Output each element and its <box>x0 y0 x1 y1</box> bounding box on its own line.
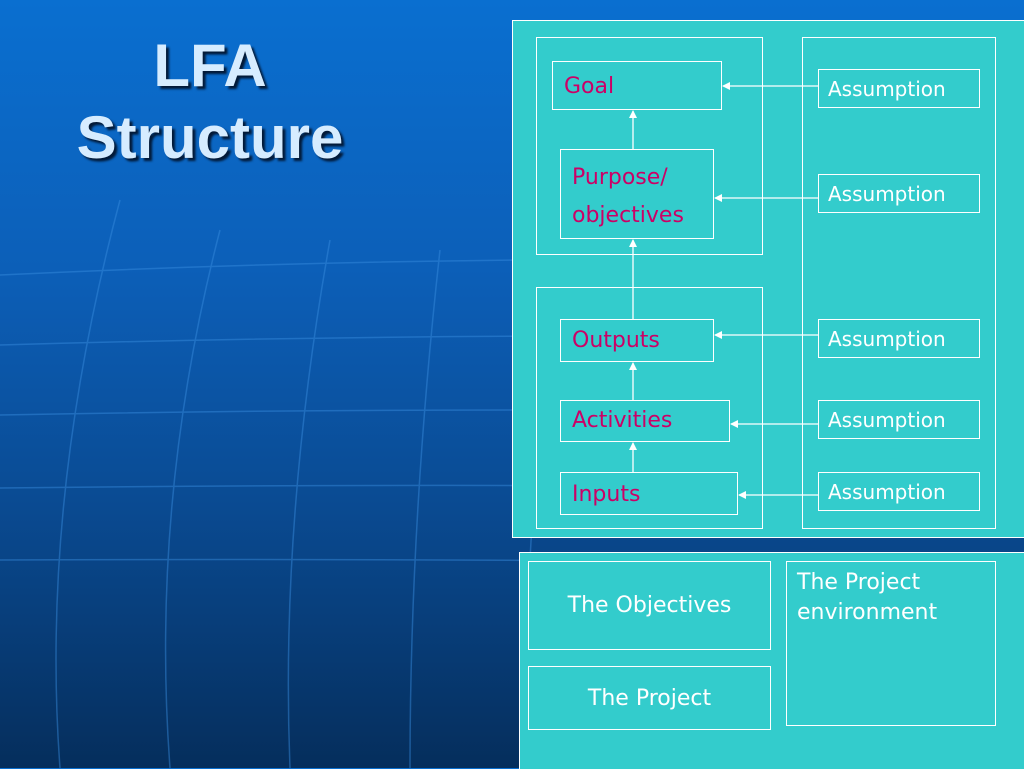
purpose-label-line-1: Purpose/ <box>572 165 668 190</box>
assumption-inputs: Assumption <box>818 472 980 511</box>
title-line-2: Structure <box>76 104 344 171</box>
assumption-label: Assumption <box>828 327 946 351</box>
assumption-purpose: Assumption <box>818 174 980 213</box>
objectives-group <box>536 37 763 255</box>
goal-node: Goal <box>552 61 722 110</box>
assumption-label: Assumption <box>828 480 946 504</box>
slide-title: LFA Structure <box>40 30 380 174</box>
assumption-label: Assumption <box>828 182 946 206</box>
goal-label: Goal <box>564 74 615 99</box>
legend-project-label: The Project <box>587 685 712 711</box>
purpose-label-line-2: objectives <box>572 203 684 228</box>
project-group <box>536 287 763 529</box>
activities-label: Activities <box>572 408 673 433</box>
legend-environment-label: The Project environment <box>797 570 938 625</box>
legend-objectives: The Objectives <box>528 561 771 650</box>
lfa-hierarchy-panel <box>512 20 1024 538</box>
outputs-node: Outputs <box>560 319 714 362</box>
title-line-1: LFA <box>153 32 267 99</box>
assumption-goal: Assumption <box>818 69 980 108</box>
purpose-node: Purpose/ objectives <box>560 149 714 239</box>
outputs-label: Outputs <box>572 328 660 353</box>
legend-project: The Project <box>528 666 771 730</box>
activities-node: Activities <box>560 400 730 442</box>
legend-panel <box>519 552 1024 769</box>
legend-objectives-label: The Objectives <box>567 593 732 618</box>
inputs-label: Inputs <box>572 482 641 507</box>
inputs-node: Inputs <box>560 472 738 515</box>
assumption-label: Assumption <box>828 77 946 101</box>
legend-environment: The Project environment <box>786 561 996 726</box>
assumption-outputs: Assumption <box>818 319 980 358</box>
assumption-label: Assumption <box>828 408 946 432</box>
environment-group <box>802 37 996 529</box>
assumption-activities: Assumption <box>818 400 980 439</box>
